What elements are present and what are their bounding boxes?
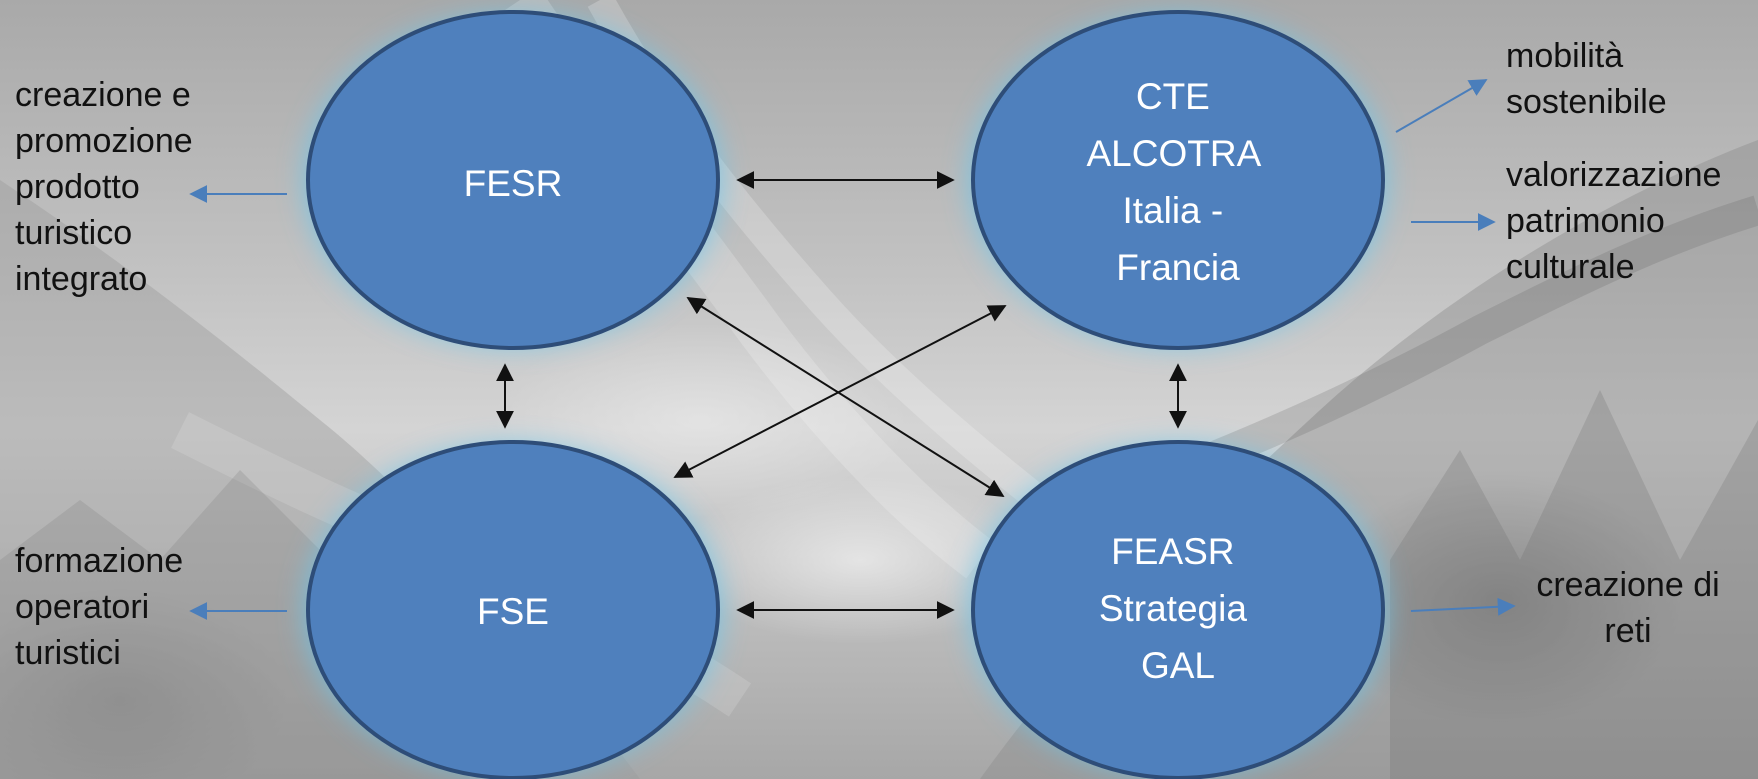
fse-cte-link bbox=[673, 305, 1007, 478]
feasr-label: FEASR Strategia GAL bbox=[1099, 531, 1257, 686]
feasr-outcome-arrow bbox=[1410, 597, 1516, 616]
cte-node bbox=[971, 10, 1385, 350]
cte-outcome-1-arrow bbox=[1395, 79, 1488, 133]
feasr-outcome-text: creazione di reti bbox=[1536, 566, 1720, 650]
fesr-node bbox=[306, 10, 720, 350]
fesr-feasr-link bbox=[686, 297, 1005, 497]
fse-node bbox=[306, 440, 720, 779]
cte-label: CTE ALCOTRA Italia - Francia bbox=[1087, 76, 1270, 288]
fesr-outcome-text: creazione e promozione prodotto turistic… bbox=[15, 76, 193, 298]
fse-label: FSE bbox=[477, 591, 549, 632]
cte-outcome-1-text: mobilità sostenibile bbox=[1506, 37, 1667, 121]
fse-outcome-text: formazione operatori turistici bbox=[15, 542, 184, 672]
fesr-label: FESR bbox=[464, 163, 563, 204]
feasr-node bbox=[971, 440, 1385, 779]
cte-outcome-2-text: valorizzazione patrimonio culturale bbox=[1506, 156, 1722, 286]
